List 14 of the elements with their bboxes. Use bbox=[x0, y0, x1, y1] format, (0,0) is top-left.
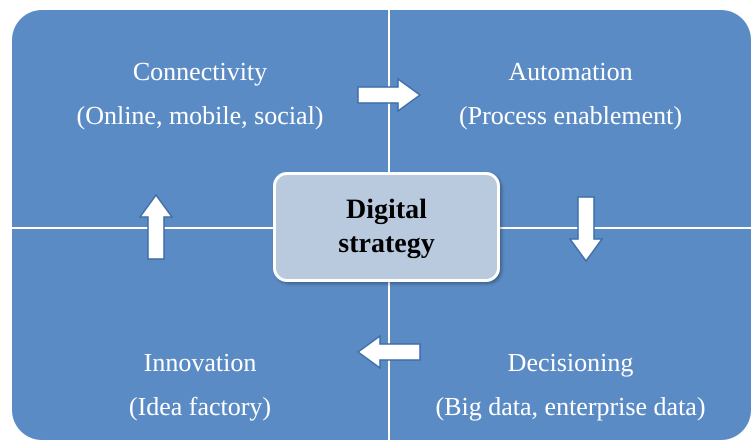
quadrant-subtitle: (Process enablement) bbox=[458, 100, 682, 132]
block-arrow bbox=[357, 78, 422, 112]
quadrant-title: Innovation bbox=[144, 347, 256, 379]
block-arrow bbox=[138, 194, 174, 260]
quadrant-title: Decisioning bbox=[508, 347, 634, 379]
block-arrow bbox=[356, 334, 421, 370]
quadrant-subtitle: (Idea factory) bbox=[128, 391, 272, 423]
center-box bbox=[273, 172, 500, 282]
quadrant-subtitle: (Online, mobile, social) bbox=[76, 100, 324, 132]
quadrant-title: Connectivity bbox=[132, 56, 268, 88]
block-arrow bbox=[568, 196, 604, 262]
quadrant-title: Automation bbox=[508, 56, 633, 88]
quadrant-subtitle: (Big data, enterprise data) bbox=[436, 391, 706, 423]
center-title: Digital strategy bbox=[337, 193, 436, 261]
